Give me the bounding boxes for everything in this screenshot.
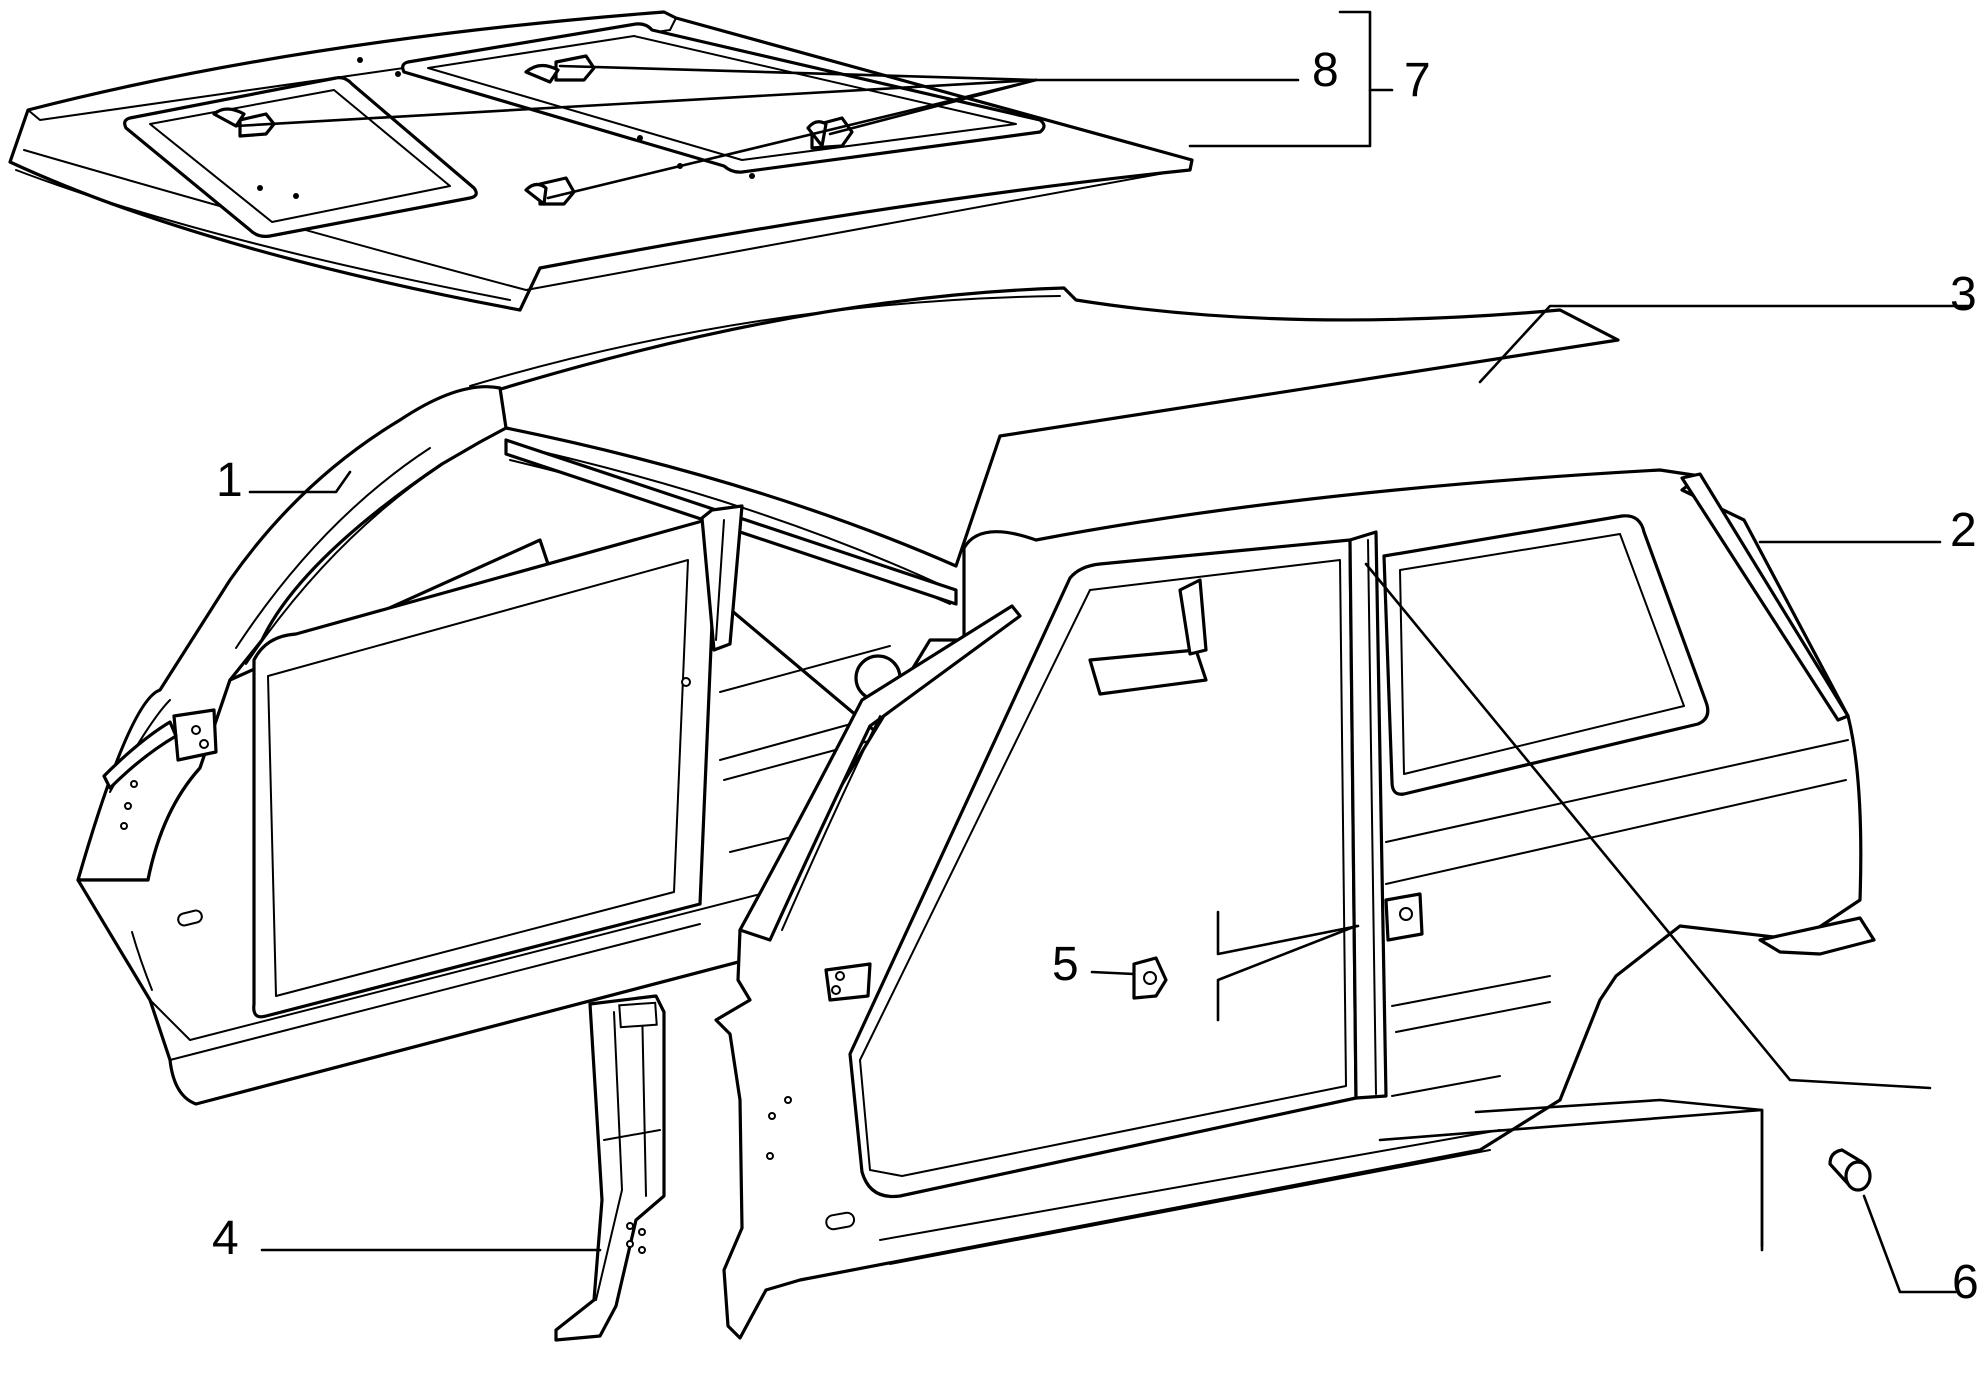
callout-1: 1 xyxy=(216,454,243,507)
b-pillar-reinforcement xyxy=(554,994,666,1342)
body-side-left xyxy=(76,385,1132,1106)
callout-3: 3 xyxy=(1950,268,1977,321)
rubber-plug xyxy=(1828,1148,1872,1192)
sunroof-latch-bracket xyxy=(524,54,596,84)
roof-inner-panel xyxy=(469,286,1620,606)
callout-6: 6 xyxy=(1952,1256,1979,1309)
callout-5: 5 xyxy=(1052,938,1079,991)
callout-8: 8 xyxy=(1312,44,1339,97)
callout-7: 7 xyxy=(1404,54,1431,107)
roof-panel-sunroof xyxy=(8,10,1194,312)
body-side-right xyxy=(714,468,1876,1340)
callout-2: 2 xyxy=(1950,504,1977,557)
callout-4: 4 xyxy=(212,1212,239,1265)
clip-nut xyxy=(1132,956,1168,1000)
leader-lines xyxy=(234,10,1972,1294)
callouts: 1 2 3 4 5 6 7 8 xyxy=(212,44,1979,1309)
